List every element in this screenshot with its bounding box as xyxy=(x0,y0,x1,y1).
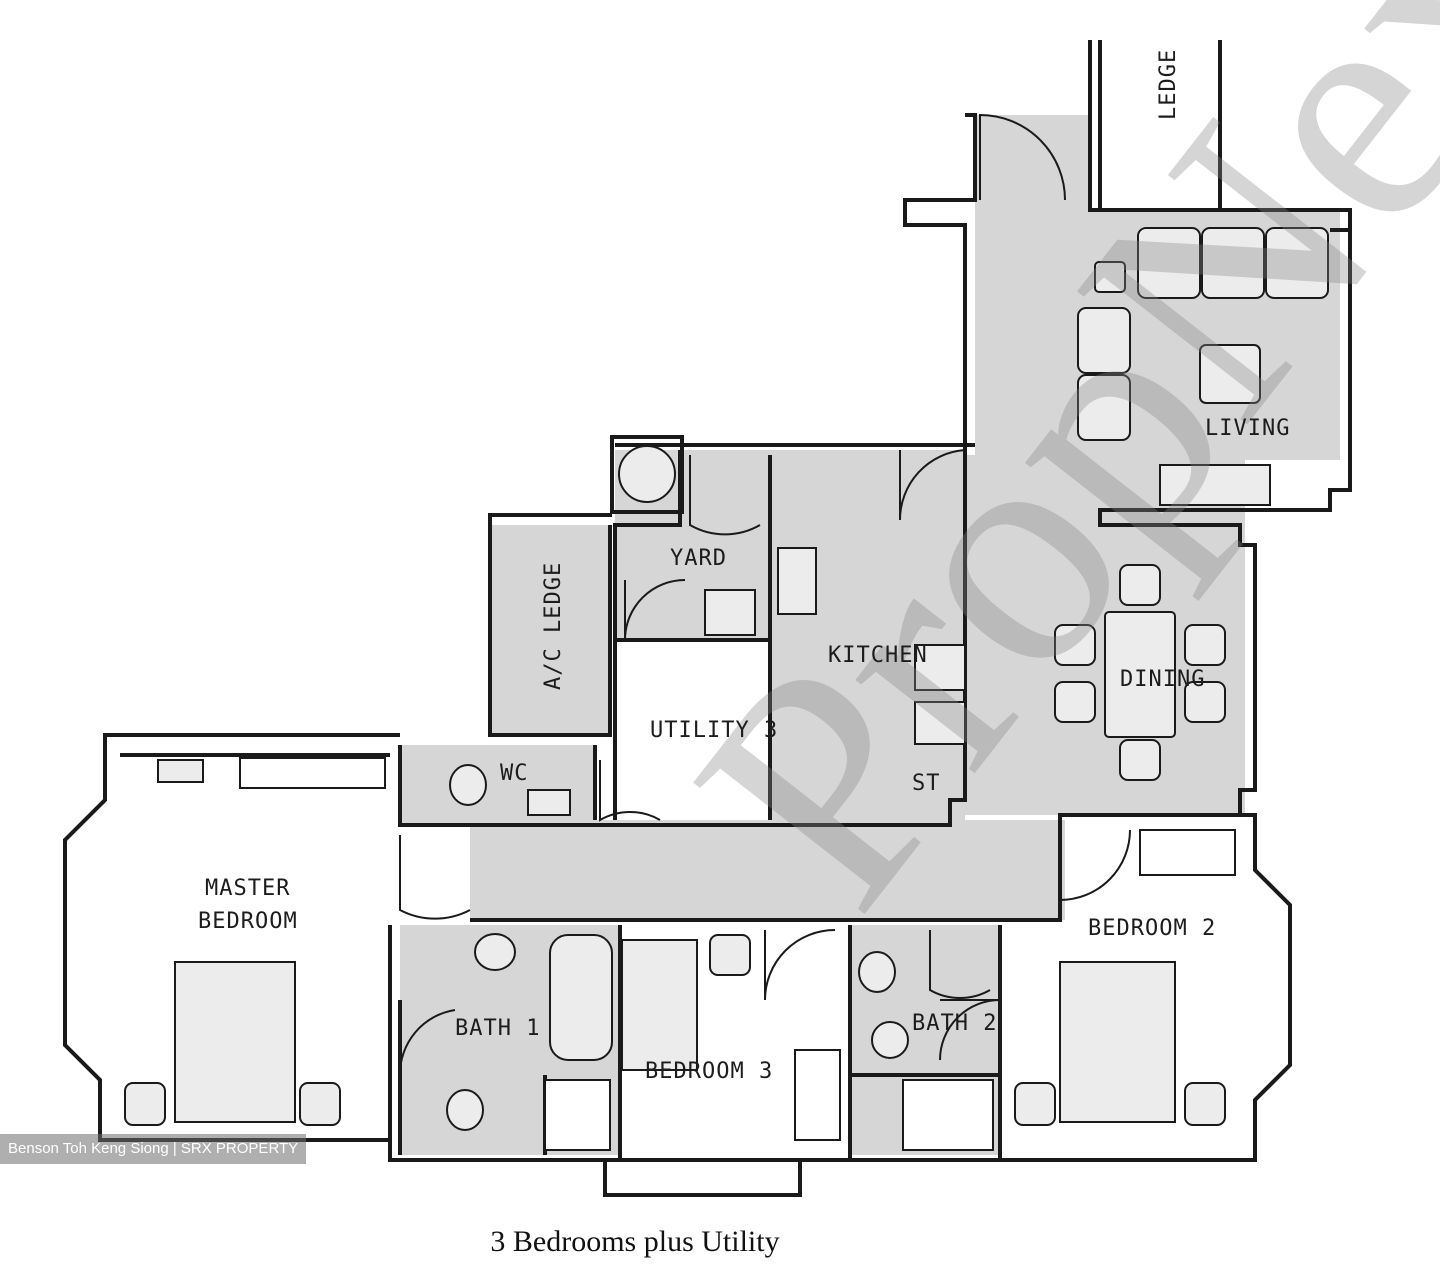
label-bedroom3: BEDROOM 3 xyxy=(645,1059,773,1084)
label-ledge: LEDGE xyxy=(1156,49,1181,120)
bathtub xyxy=(549,934,613,1061)
dining-chair-5 xyxy=(1184,624,1226,666)
master-desk xyxy=(157,759,204,783)
master-wardrobe xyxy=(239,757,386,789)
bottom-outer-wall xyxy=(388,813,1292,1162)
label-bath1: BATH 1 xyxy=(455,1016,540,1041)
acledge-box xyxy=(488,515,612,737)
master-side-1 xyxy=(124,1082,166,1126)
tv-console xyxy=(1159,464,1271,506)
dining-chair-3 xyxy=(1054,624,1096,666)
label-bedroom2: BEDROOM 2 xyxy=(1088,916,1216,941)
bedroom2-wardrobe xyxy=(1139,829,1236,876)
wc-door xyxy=(599,760,661,822)
credit-banner: Benson Toh Keng Siong | SRX PROPERTY xyxy=(0,1134,307,1164)
label-st: ST xyxy=(912,771,941,796)
walls xyxy=(63,40,1352,1197)
bedroom2-side-1 xyxy=(1014,1082,1056,1126)
label-bath2: BATH 2 xyxy=(912,1011,997,1036)
living-top-wall xyxy=(1088,40,1352,232)
label-master-2: BEDROOM xyxy=(198,909,298,934)
label-acledge: A/C LEDGE xyxy=(541,562,566,690)
label-dining: DINING xyxy=(1120,667,1205,692)
bath2-basin xyxy=(871,1021,909,1059)
wc-toilet xyxy=(449,764,487,806)
bath2-door xyxy=(939,999,1001,1061)
dining-chair-4 xyxy=(1054,681,1096,723)
label-yard: YARD xyxy=(670,546,727,571)
bath1-shower xyxy=(544,1079,611,1151)
side-table xyxy=(1094,261,1126,293)
bath2-shower xyxy=(902,1079,994,1151)
master-door xyxy=(399,835,471,920)
label-wc: WC xyxy=(500,761,529,786)
shaft-circle xyxy=(618,445,676,503)
living-right-wall xyxy=(1098,230,1352,815)
master-bed xyxy=(174,961,296,1123)
dining-table xyxy=(1104,611,1176,738)
entrance-door xyxy=(979,113,1066,201)
yard-walls xyxy=(613,450,772,642)
bedroom3-bed xyxy=(621,939,698,1071)
utility-walls xyxy=(593,640,772,820)
bedroom2-door xyxy=(1059,829,1131,902)
dining-chair-6 xyxy=(1184,681,1226,723)
yard-sink xyxy=(704,589,756,636)
sofa-seat-2 xyxy=(1201,227,1265,299)
label-living: LIVING xyxy=(1205,416,1290,441)
utility-door xyxy=(624,579,686,641)
side-sofa-1 xyxy=(1077,307,1131,374)
acledge-top xyxy=(488,513,612,525)
bedroom3-bay xyxy=(603,1160,802,1197)
partition-walls xyxy=(618,925,1002,1160)
wc-basin xyxy=(527,789,571,816)
doors xyxy=(398,113,1131,1076)
master-side-2 xyxy=(299,1082,341,1126)
corridor-shade xyxy=(470,820,1065,920)
bath1-door xyxy=(398,1009,456,1076)
acledge-shade xyxy=(490,525,610,735)
bedroom2-bed xyxy=(1059,961,1176,1123)
label-master-1: MASTER xyxy=(205,876,290,901)
bedroom3-side xyxy=(709,934,751,976)
furniture xyxy=(124,227,1329,1151)
kitchen-oven xyxy=(914,701,966,745)
bath2-toilet xyxy=(858,951,896,993)
sofa-seat-1 xyxy=(1137,227,1201,299)
bath2-inner-door xyxy=(929,930,991,1000)
label-utility: UTILITY 3 xyxy=(650,718,778,743)
dining-chair-1 xyxy=(1119,564,1161,606)
sofa-seat-3 xyxy=(1265,227,1329,299)
kitchen-sink xyxy=(777,547,817,615)
bath1-basin xyxy=(474,933,516,971)
bedroom2-side-2 xyxy=(1184,1082,1226,1126)
coffee-table xyxy=(1199,344,1261,404)
plan-caption: 3 Bedrooms plus Utility xyxy=(490,1225,780,1258)
bedroom3-wardrobe xyxy=(794,1049,841,1141)
kitchen-hob xyxy=(914,644,966,691)
side-sofa-2 xyxy=(1077,374,1131,441)
label-kitchen: KITCHEN xyxy=(828,643,928,668)
yard-door xyxy=(689,455,761,536)
entrance-left-wall xyxy=(903,113,977,445)
dining-chair-2 xyxy=(1119,739,1161,781)
bath1-toilet xyxy=(446,1089,484,1131)
entrance-shade xyxy=(975,115,1090,215)
kitchen-shade xyxy=(770,450,965,825)
kitchen-door xyxy=(898,449,966,521)
bedroom3-door xyxy=(764,929,836,1001)
